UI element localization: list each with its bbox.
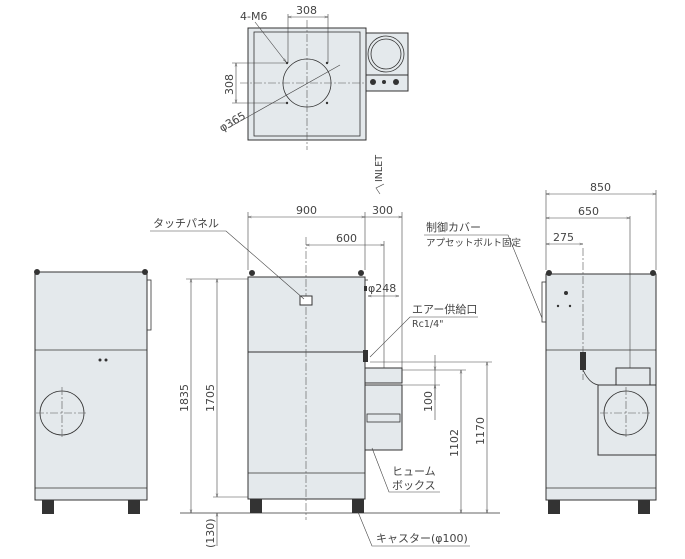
- touch-panel[interactable]: [299, 295, 313, 306]
- dim-1170: 1170: [474, 417, 487, 445]
- fume-box-label-1: ヒューム: [392, 465, 436, 478]
- top-view: 308 308 4-M6 φ365 INLET: [217, 4, 409, 195]
- dim-650: 650: [578, 205, 599, 218]
- air-thread-label: Rc1/4": [412, 319, 443, 330]
- right-side-view: 850 650 275 制御カバー アプセットボルト固定: [424, 181, 657, 514]
- dim-300: 300: [372, 204, 393, 217]
- dim-1102: 1102: [448, 429, 461, 457]
- air-supply-label: エアー供給口: [412, 302, 477, 316]
- inlet-label: INLET: [374, 155, 385, 182]
- touch-panel-label: タッチパネル: [153, 217, 219, 230]
- dim-600: 600: [336, 232, 357, 245]
- diameter-label: φ365: [217, 109, 248, 134]
- dim-130: (130): [204, 518, 217, 548]
- dim-1705: 1705: [204, 384, 217, 412]
- front-view: 900 300 600 φ248 1835 1705 (130) 100 110…: [150, 204, 500, 548]
- dim-100: 100: [422, 391, 435, 412]
- control-cover-label: 制御カバー: [426, 220, 481, 234]
- dim-850: 850: [590, 181, 611, 194]
- fume-box-label-2: ボックス: [392, 479, 436, 492]
- caster-label: キャスター(φ100): [376, 532, 468, 545]
- bolt-label: 4-M6: [240, 10, 267, 23]
- top-dim-height: 308: [223, 74, 236, 95]
- dim-1835: 1835: [178, 384, 191, 412]
- dim-275: 275: [553, 231, 574, 244]
- left-side-view: [34, 269, 152, 514]
- dim-248: φ248: [368, 282, 396, 295]
- control-cover-note: アプセットボルト固定: [426, 237, 522, 249]
- top-dim-width: 308: [296, 4, 317, 17]
- dim-900: 900: [296, 204, 317, 217]
